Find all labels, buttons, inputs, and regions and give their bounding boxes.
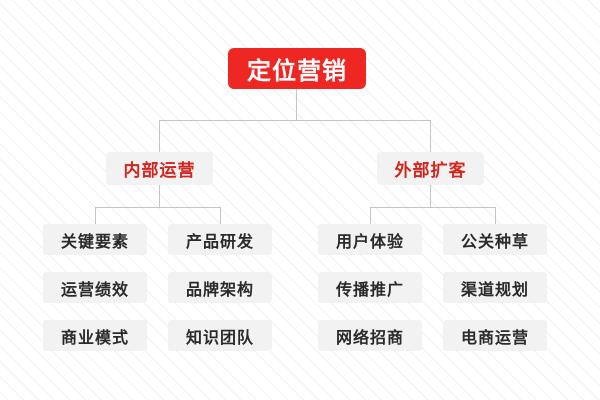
connector-branch-left-stem [159, 185, 160, 207]
connector-branch-left-drop-1 [95, 207, 96, 224]
connector-branch-right-drop-2 [495, 207, 496, 224]
leaf-node[interactable]: 商业模式 [43, 320, 147, 351]
connector-root-bus [159, 120, 431, 121]
leaf-node[interactable]: 电商运营 [443, 320, 547, 351]
connector-root-to-branch-left [159, 120, 160, 152]
leaf-node[interactable]: 运营绩效 [43, 272, 147, 303]
connector-root-to-branch-right [430, 120, 431, 152]
connector-branch-right-stem [430, 185, 431, 207]
leaf-node[interactable]: 公关种草 [443, 224, 547, 255]
leaf-node[interactable]: 用户体验 [318, 224, 422, 255]
branch-node-internal-operations[interactable]: 内部运营 [106, 152, 213, 185]
leaf-node[interactable]: 传播推广 [318, 272, 422, 303]
branch-node-external-acquisition[interactable]: 外部扩客 [377, 152, 484, 185]
connector-branch-right-drop-1 [370, 207, 371, 224]
connector-branch-left-drop-2 [220, 207, 221, 224]
leaf-node[interactable]: 网络招商 [318, 320, 422, 351]
leaf-node[interactable]: 产品研发 [168, 224, 272, 255]
root-node[interactable]: 定位营销 [228, 48, 366, 89]
leaf-node[interactable]: 渠道规划 [443, 272, 547, 303]
connector-branch-right-bus [370, 207, 496, 208]
leaf-node[interactable]: 关键要素 [43, 224, 147, 255]
leaf-node[interactable]: 知识团队 [168, 320, 272, 351]
leaf-node[interactable]: 品牌架构 [168, 272, 272, 303]
connector-root-stem [296, 89, 297, 120]
connector-branch-left-bus [95, 207, 221, 208]
